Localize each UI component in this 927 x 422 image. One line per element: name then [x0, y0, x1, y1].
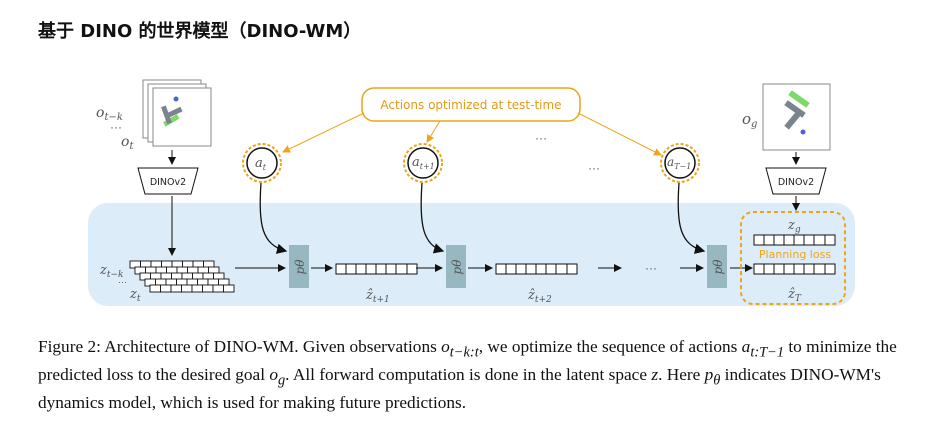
dinov2-goal-encoder: DINOv2: [765, 167, 827, 195]
goal-latent: [753, 234, 836, 246]
action-node-2: aT−1: [660, 143, 700, 183]
actions-box: Actions optimized at test-time: [361, 87, 581, 122]
observation-frames: [142, 79, 212, 147]
latent-patch: [191, 284, 203, 293]
latent-pred-T: [753, 263, 836, 275]
dinov2-encoder: DINOv2: [137, 167, 199, 195]
planning-loss-label: Planning loss: [759, 248, 831, 261]
action-node-0: at: [242, 143, 282, 183]
latent-pred-2-label: ẑt+2: [527, 288, 552, 305]
svg-text:···: ···: [645, 261, 657, 275]
latent-pred-2: [495, 263, 578, 275]
latent-pred-T-label: ẑT: [787, 287, 802, 304]
obs-ellipsis: ···: [110, 120, 122, 134]
obs-first-label: ot−k: [96, 105, 123, 123]
svg-text:at+1: at+1: [412, 155, 435, 171]
latent-pred-1: [335, 263, 418, 275]
figure-caption: Figure 2: Architecture of DINO-WM. Given…: [38, 337, 897, 412]
goal-observation-frame: [762, 83, 831, 151]
goal-latent-label: zg: [787, 218, 801, 235]
svg-text:at: at: [255, 156, 267, 172]
latent-space-region: [88, 203, 855, 306]
svg-text:aT−1: aT−1: [667, 155, 691, 171]
svg-text:pθ: pθ: [450, 259, 464, 275]
latent-patch: [160, 284, 172, 293]
dino-wm-diagram: ot−k ··· ot DINOv2 zt−k ··· zt pθ ẑt+1 p…: [88, 79, 855, 306]
planning-loss-box: [740, 211, 846, 305]
dynamics-model-3: pθ: [707, 245, 727, 288]
svg-text:pθ: pθ: [711, 259, 725, 275]
latent-patch: [202, 284, 214, 293]
latent-pred-1-label: ẑt+1: [365, 288, 390, 305]
latent-last-label: zt: [129, 287, 141, 304]
svg-text:pθ: pθ: [293, 259, 307, 275]
dynamics-model-2: pθ: [446, 245, 466, 288]
goal-obs-label: og: [742, 110, 757, 130]
latent-first-label: zt−k: [99, 263, 123, 280]
latent-patch: [223, 284, 235, 293]
latent-patch: [149, 284, 161, 293]
obs-last-label: ot: [121, 134, 134, 152]
action-node-1: at+1: [403, 143, 443, 183]
svg-text:···: ···: [588, 161, 600, 175]
svg-text:···: ···: [118, 277, 127, 287]
latent-patch: [181, 284, 193, 293]
latent-stack: [129, 260, 235, 293]
latent-patch: [170, 284, 182, 293]
latent-patch: [212, 284, 224, 293]
svg-text:DINOv2: DINOv2: [150, 177, 186, 188]
svg-text:···: ···: [535, 131, 547, 145]
page-title: 基于 DINO 的世界模型（DINO-WM）: [38, 21, 362, 42]
dynamics-model-1: pθ: [289, 245, 309, 288]
svg-text:Actions optimized at test-time: Actions optimized at test-time: [380, 98, 561, 112]
svg-text:DINOv2: DINOv2: [778, 177, 814, 188]
